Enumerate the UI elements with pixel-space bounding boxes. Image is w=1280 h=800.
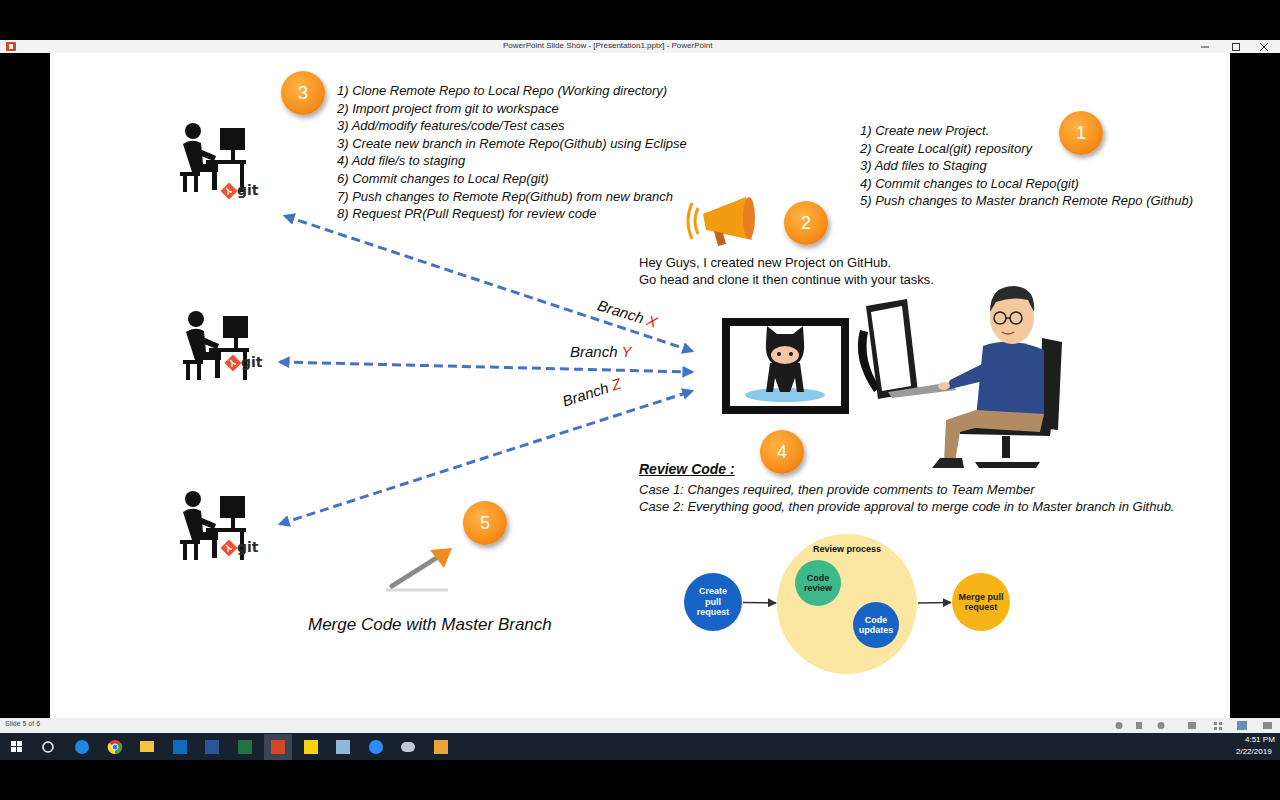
- step-text: 7) Push changes to Remote Rep(Github) fr…: [337, 189, 673, 205]
- step-text: 5) Push changes to Master branch Remote …: [860, 193, 1193, 209]
- group-circle: Review processCode reviewCode updates: [777, 534, 917, 674]
- circle-label: Code review: [800, 573, 836, 594]
- git-text: git: [237, 539, 259, 556]
- callout-number: 1: [1059, 111, 1103, 155]
- circle-label: Create pull request: [691, 586, 736, 617]
- process-circle: Code review: [795, 560, 841, 606]
- step-text: 2) Import project from git to workspace: [337, 101, 559, 117]
- step-text: 4) Commit changes to Local Repo(git): [860, 176, 1079, 192]
- step-text: 4) Add file/s to staging: [337, 153, 465, 169]
- case-text: Case 2: Everything good, then provide ap…: [639, 499, 1174, 515]
- section-heading: Review Code :: [639, 461, 735, 478]
- developer-illustration: [858, 286, 1062, 468]
- developer-icon: [180, 491, 246, 560]
- flow-arrow: [918, 602, 951, 604]
- status-text: Slide 5 of 6: [5, 720, 40, 728]
- circle-label: Review process: [813, 544, 881, 554]
- process-circle: Merge pull request: [952, 573, 1010, 631]
- callout-digit: 5: [480, 513, 490, 534]
- step-text: 3) Add files to Staging: [860, 158, 987, 174]
- process-circle: Code updates: [853, 602, 899, 648]
- circle-label: Merge pull request: [959, 592, 1004, 613]
- step-text: 8) Request PR(Pull Request) for review c…: [337, 206, 596, 222]
- github-frame: [722, 318, 849, 414]
- taskbar: [0, 733, 1280, 800]
- merge-caption: Merge Code with Master Branch: [308, 615, 552, 635]
- branch-arrows: [280, 216, 692, 524]
- message-text: Go head and clone it then continue with …: [639, 272, 934, 288]
- callout-number: 3: [281, 71, 325, 115]
- step-text: 6) Commit changes to Local Rep(git): [337, 171, 549, 187]
- step-text: 2) Create Local(git) repository: [860, 141, 1032, 157]
- callout-digit: 3: [298, 83, 308, 104]
- branch-caption: BranchY: [570, 343, 632, 361]
- step-text: 3) Add/modify features/code/Test cases: [337, 118, 564, 134]
- step-text: 1) Create new Project.: [860, 123, 989, 139]
- window-title: PowerPoint Slide Show - [Presentation1.p…: [503, 41, 712, 51]
- circle-label: Code updates: [858, 615, 894, 636]
- branch-label: Branch: [570, 343, 618, 360]
- branch-name: Y: [622, 343, 632, 360]
- step-text: 3) Create new branch in Remote Repo(Gith…: [337, 136, 687, 152]
- megaphone: [688, 197, 755, 246]
- case-text: Case 1: Changes required, then provide c…: [639, 482, 1035, 498]
- window-frame: [0, 0, 1280, 733]
- step-text: 1) Clone Remote Repo to Local Repo (Work…: [337, 83, 667, 99]
- clock-text: 4:51 PM: [1245, 735, 1275, 745]
- git-text: git: [237, 182, 259, 199]
- message-text: Hey Guys, I created new Project on GitHu…: [639, 255, 891, 271]
- callout-number: 2: [784, 201, 828, 245]
- flow-arrow: [743, 602, 776, 604]
- clock-text: 2/22/2019: [1236, 747, 1272, 757]
- process-circle: Create pull request: [684, 573, 742, 631]
- callout-number: 5: [463, 501, 507, 545]
- callout-number: 4: [760, 430, 804, 474]
- developer-icon: [180, 123, 246, 199]
- merge-arrow-picture: [386, 548, 452, 590]
- developer-icon: [183, 311, 249, 380]
- git-text: git: [241, 354, 263, 371]
- callout-digit: 4: [777, 442, 787, 463]
- callout-digit: 1: [1076, 123, 1086, 144]
- callout-digit: 2: [801, 213, 811, 234]
